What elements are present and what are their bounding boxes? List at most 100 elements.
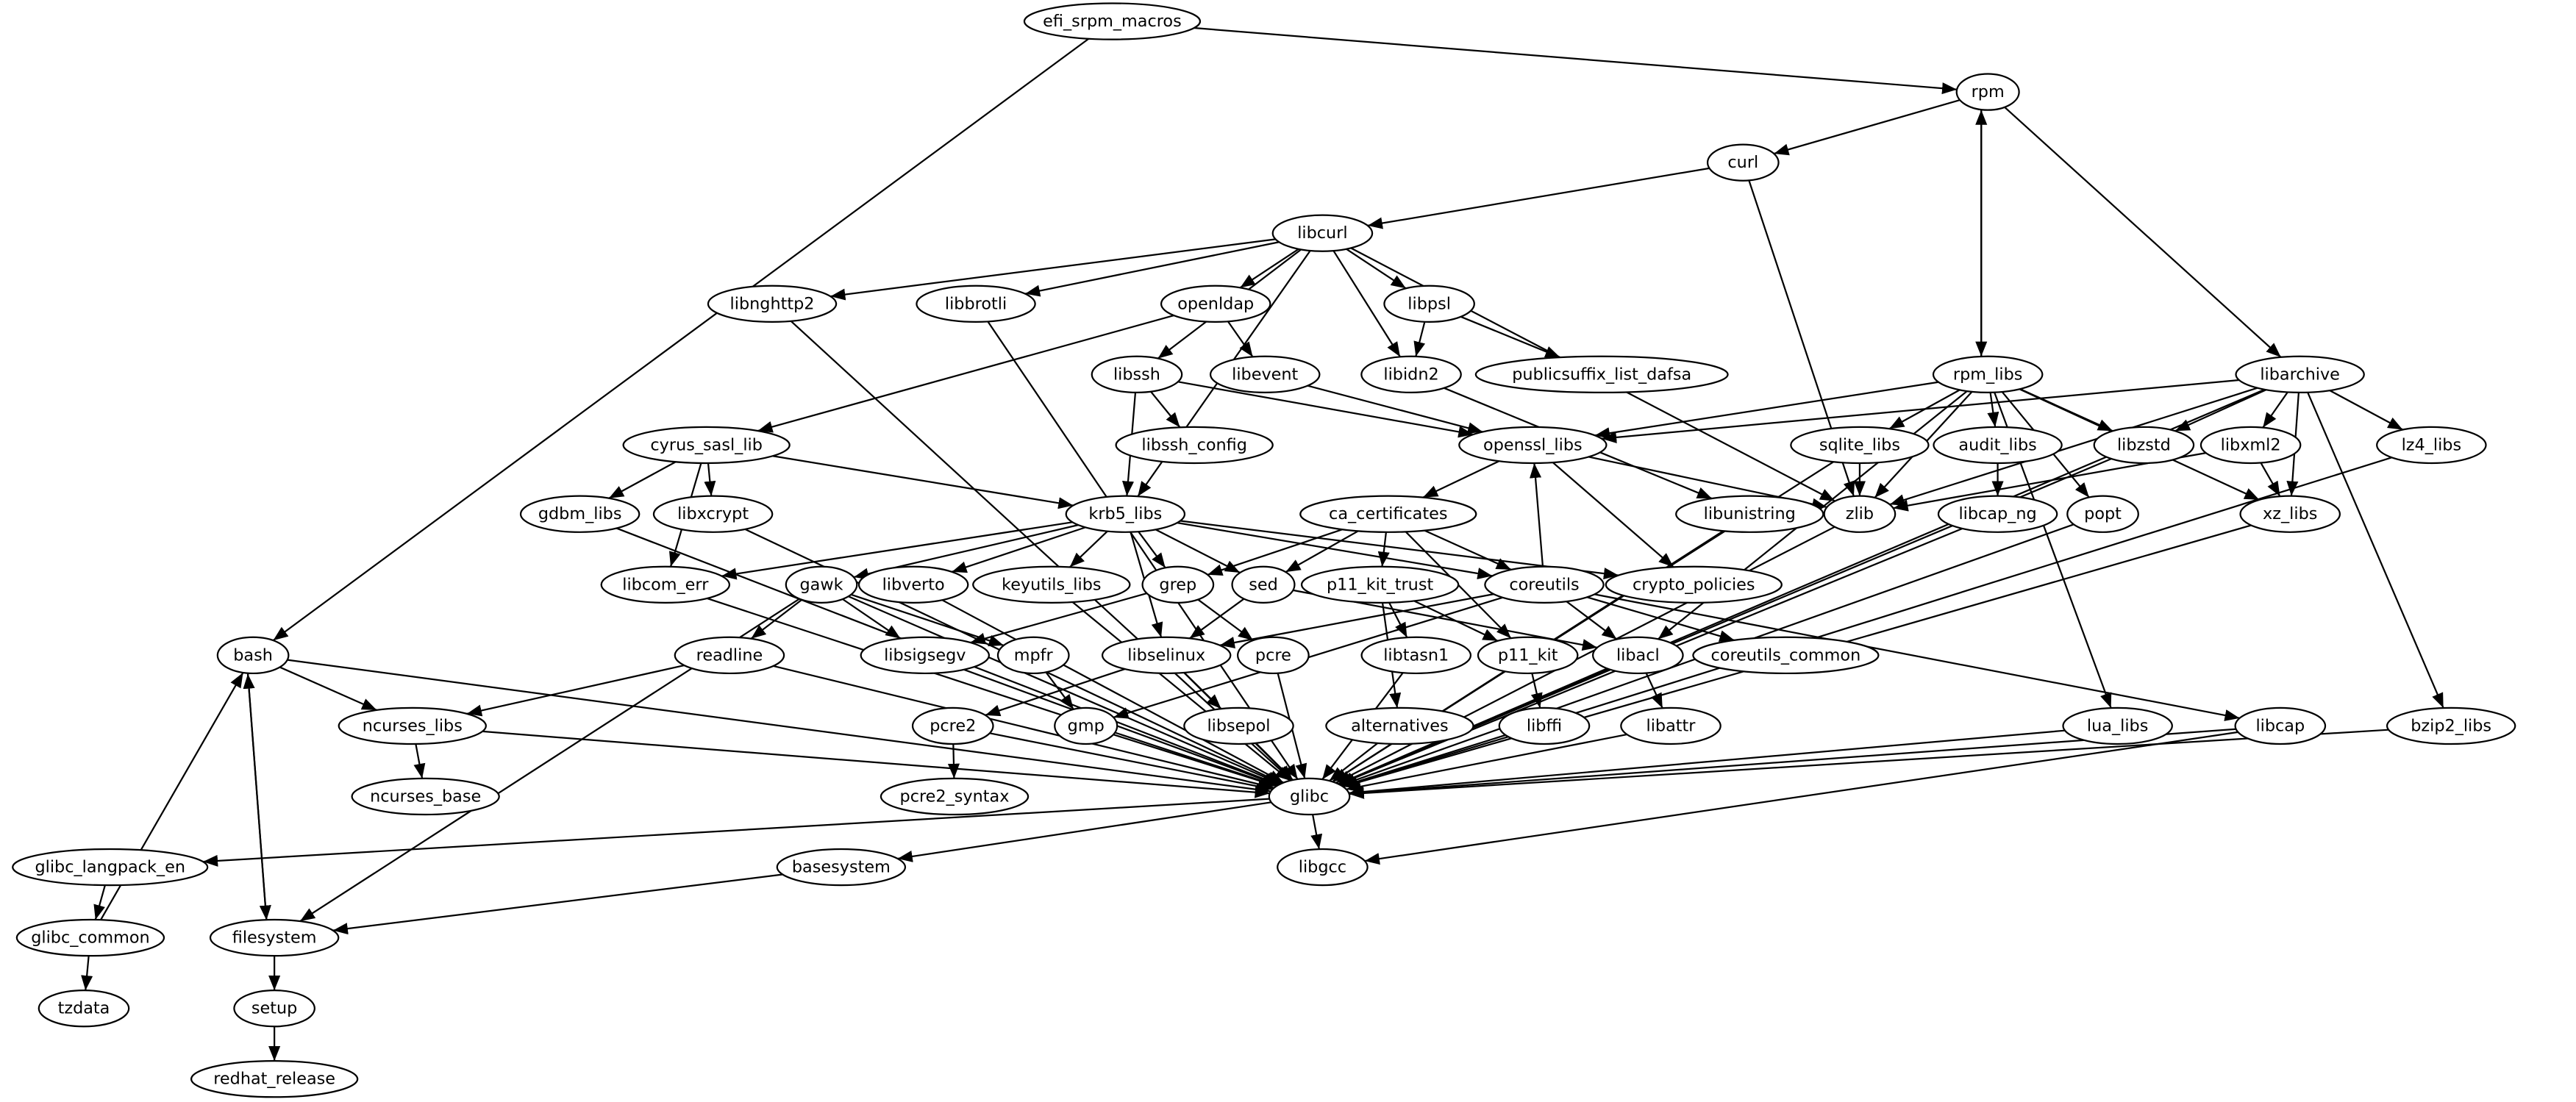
node-label: libbrotli	[945, 294, 1007, 313]
node-ellipse	[880, 777, 1030, 816]
node-ellipse	[2235, 355, 2365, 394]
node-label: libarchive	[2260, 365, 2340, 384]
edge-bash-to-ncurses-libs	[279, 666, 377, 711]
edge-basesystem-to-filesystem	[332, 873, 783, 935]
edge-libcap-to-libgcc	[1364, 731, 2238, 865]
node-ellipse	[1605, 565, 1783, 604]
edge-glibc-langpack-en-to-glibc-common	[93, 884, 106, 920]
node-rpm-libs: rpm_libs	[1932, 355, 2044, 394]
node-libarchive: libarchive	[2235, 355, 2365, 394]
edge-grep-to-libsigsegv	[970, 593, 1147, 645]
node-label: libzstd	[2117, 435, 2171, 454]
node-ellipse	[1477, 636, 1579, 675]
node-publicsuffix-list-dafsa: publicsuffix_list_dafsa	[1474, 355, 1729, 394]
edge-alternatives-to-glibc	[1329, 742, 1379, 782]
edge-efi-srpm-macros-to-rpm	[1194, 26, 1958, 95]
node-label: pcre	[1255, 645, 1291, 665]
edge-coreutils-to-libselinux	[1219, 593, 1494, 648]
node-ellipse	[1183, 706, 1294, 745]
node-label: pcre2	[930, 716, 976, 735]
node-libssh: libssh	[1091, 355, 1183, 394]
node-redhat-release: redhat_release	[190, 1060, 359, 1098]
node-libcap-ng: libcap_ng	[1937, 495, 2058, 533]
node-keyutils-libs: keyutils_libs	[972, 565, 1131, 604]
node-glibc: glibc	[1268, 777, 1351, 816]
node-ellipse	[1141, 565, 1215, 604]
node-ellipse	[707, 285, 838, 323]
node-label: ncurses_libs	[363, 716, 463, 735]
node-libssh-config: libssh_config	[1115, 426, 1274, 465]
node-label: gdbm_libs	[538, 504, 622, 523]
edge-libcurl-to-libidn2	[1332, 250, 1401, 357]
node-libtasn1: libtasn1	[1360, 636, 1472, 675]
node-alternatives: alternatives	[1325, 706, 1474, 745]
node-ellipse	[38, 989, 130, 1028]
node-label: p11_kit_trust	[1327, 575, 1434, 594]
node-label: grep	[1159, 575, 1196, 594]
node-label: libxml2	[2221, 435, 2281, 454]
edge-libpsl-to-publicsuffix-list-dafsa	[1460, 315, 1560, 359]
edge-gmp-to-glibc	[1113, 734, 1277, 787]
edge-libarchive-to-libxml2	[2262, 391, 2288, 429]
edge-libarchive-to-zlib	[1889, 387, 2258, 506]
node-label: lz4_libs	[2402, 435, 2462, 454]
node-label: setup	[251, 999, 297, 1018]
node-ellipse	[1271, 214, 1374, 252]
edge-lua-libs-to-glibc	[1349, 729, 2066, 798]
edge-grep-to-pcre	[1197, 598, 1254, 641]
node-libffi: libffi	[1498, 706, 1591, 745]
node-ellipse	[1160, 285, 1271, 323]
node-ellipse	[1023, 2, 1202, 40]
node-label: libpsl	[1407, 294, 1451, 313]
node-label: libtasn1	[1383, 645, 1449, 665]
node-label: coreutils_common	[1711, 645, 1861, 665]
node-ellipse	[1474, 355, 1729, 394]
node-label: ca_certificates	[1329, 504, 1447, 523]
node-label: lua_libs	[2087, 716, 2148, 735]
edge-p11-kit-to-libffi	[1530, 673, 1543, 709]
edge-libssh-to-openssl-libs	[1177, 381, 1474, 438]
node-openssl-libs: openssl_libs	[1458, 426, 1608, 465]
node-label: rpm	[1972, 82, 2005, 101]
edge-curl-to-libcurl	[1367, 167, 1710, 229]
node-ellipse	[2386, 706, 2516, 745]
node-label: openldap	[1177, 294, 1254, 313]
node-ellipse	[2234, 706, 2327, 745]
node-label: glibc_common	[31, 929, 149, 948]
node-popt: popt	[2066, 495, 2139, 533]
node-sed: sed	[1231, 565, 1296, 604]
node-label: libidn2	[1383, 365, 1438, 384]
node-label: redhat_release	[213, 1070, 335, 1089]
edge-krb5-libs-to-libcom-err	[721, 521, 1073, 580]
edge-cyrus-sasl-lib-to-krb5-libs	[772, 455, 1074, 509]
node-xz-libs: xz_libs	[2239, 495, 2341, 533]
node-libcurl: libcurl	[1271, 214, 1374, 252]
node-setup: setup	[233, 989, 315, 1028]
node-label: libsigsegv	[884, 645, 966, 665]
node-ellipse	[1054, 706, 1118, 745]
node-ellipse	[233, 989, 315, 1028]
node-label: bash	[233, 645, 273, 665]
edge-rpm-libs-to-openssl-libs	[1594, 381, 1939, 440]
node-label: glibc	[1290, 787, 1329, 806]
edge-glibc-common-to-tzdata	[81, 956, 93, 991]
node-efi-srpm-macros: efi_srpm_macros	[1023, 2, 1202, 40]
node-ellipse	[1458, 426, 1608, 465]
node-label: libcap	[2255, 716, 2305, 735]
node-lua-libs: lua_libs	[2062, 706, 2173, 745]
node-libnghttp2: libnghttp2	[707, 285, 838, 323]
edge-libssh-to-libssh-config	[1150, 391, 1181, 428]
edge-libbrotli-to-glibc	[987, 321, 1299, 780]
node-ellipse	[1790, 426, 1930, 465]
node-libxml2: libxml2	[2199, 426, 2302, 465]
node-pcre2: pcre2	[911, 706, 994, 745]
node-libsepol: libsepol	[1183, 706, 1294, 745]
node-label: alternatives	[1351, 716, 1449, 735]
node-ellipse	[785, 565, 858, 604]
node-label: libattr	[1646, 716, 1696, 735]
node-filesystem: filesystem	[209, 918, 340, 957]
node-ellipse	[1706, 143, 1780, 182]
node-ellipse	[911, 706, 994, 745]
node-ellipse	[12, 848, 209, 887]
